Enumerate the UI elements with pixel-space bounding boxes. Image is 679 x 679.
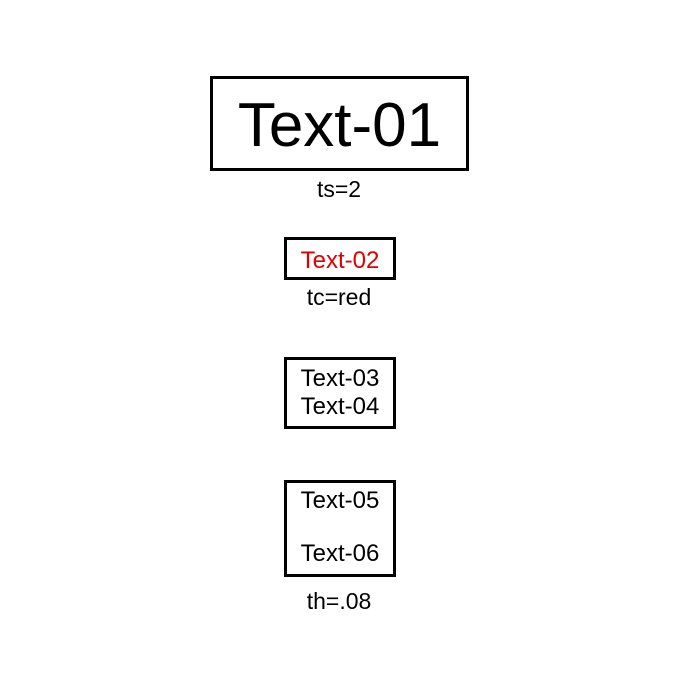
text-box-02: Text-02 xyxy=(284,237,396,280)
text-04: Text-04 xyxy=(300,393,380,420)
text-box-03-04: Text-03 Text-04 xyxy=(284,357,396,429)
text-05: Text-05 xyxy=(300,487,380,514)
text-02: Text-02 xyxy=(300,247,380,274)
caption-th: th=.08 xyxy=(306,588,372,614)
text-06: Text-06 xyxy=(300,540,380,567)
text-03: Text-03 xyxy=(300,365,380,392)
text-box-01: Text-01 xyxy=(210,76,469,171)
caption-tc: tc=red xyxy=(306,284,372,310)
text-01: Text-01 xyxy=(237,91,442,160)
caption-ts: ts=2 xyxy=(316,176,362,202)
text-box-05-06: Text-05 Text-06 xyxy=(284,480,396,577)
